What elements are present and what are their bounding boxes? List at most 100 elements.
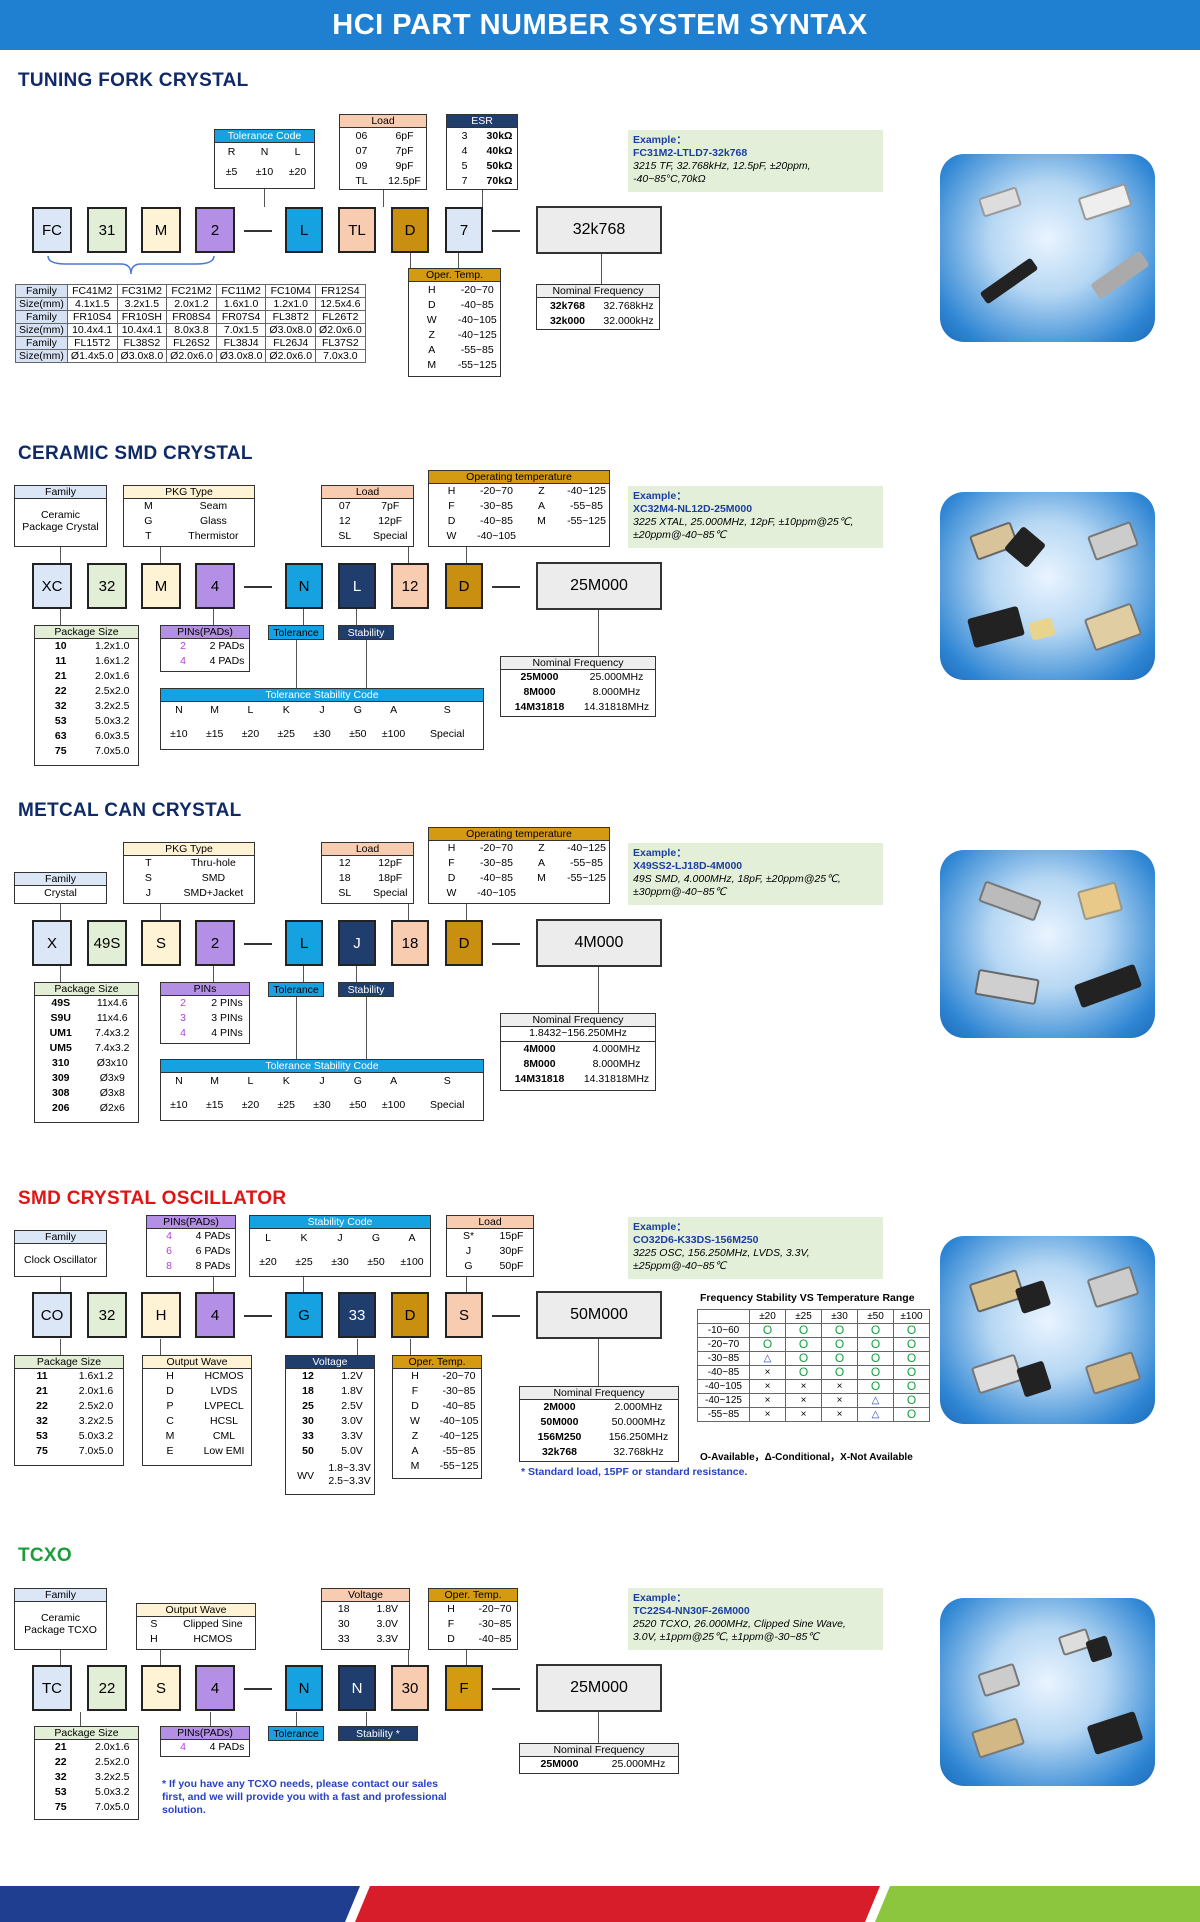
temp-range-cell: -40~105 <box>697 1379 750 1394</box>
availability-cell: × <box>749 1379 786 1394</box>
frequency-box: 4M000 <box>536 919 662 967</box>
code-box-temp: D <box>445 563 483 609</box>
esr-value: 50kΩ <box>486 160 513 172</box>
wave-code: H <box>150 1633 158 1645</box>
example-code: X49SS2-LJ18D-4M000 <box>633 860 743 872</box>
pkg-code: T <box>145 530 152 542</box>
table-row: D-40~85 <box>409 298 500 313</box>
example-box: Example： XC32M4-NL12D-25M000 3225 XTAL, … <box>628 486 883 548</box>
row-code: 49S <box>51 997 71 1009</box>
row-code: W <box>410 1415 420 1427</box>
code-cell: ±20 <box>241 728 260 740</box>
row-value: 7.4x3.2 <box>95 1027 130 1039</box>
table-cell: FR08S4 <box>166 310 217 324</box>
pins-code: 4 <box>166 1230 172 1242</box>
product-photo-oscillator <box>940 1236 1155 1424</box>
row-label: Family <box>15 336 68 350</box>
table-cell: Ø2.0x6.0 <box>166 349 217 363</box>
pins-code: 4 <box>180 655 186 667</box>
row-value: 7.0x5.0 <box>78 1445 114 1457</box>
row-code: 30 <box>302 1415 314 1427</box>
row-value: 8.000MHz <box>592 1058 641 1070</box>
load-value: 50pF <box>499 1260 524 1272</box>
load-value: 12.5pF <box>388 175 421 187</box>
table-cell: FL15T2 <box>66 336 118 350</box>
load-value: 6pF <box>395 130 414 142</box>
volt-value: 3.0V <box>376 1618 399 1630</box>
package-size-header: Package Size <box>35 983 138 996</box>
row-code: F <box>448 500 455 512</box>
code-box-stability: G <box>285 1292 323 1338</box>
esr-value: 70kΩ <box>486 175 513 187</box>
row-code: 53 <box>54 1786 67 1798</box>
row-code: W <box>426 314 437 326</box>
example-desc: ±30ppm@-40~85℃ <box>633 886 727 898</box>
table-cell: Ø3.0x8.0 <box>116 349 168 363</box>
row-value: 50.000MHz <box>611 1416 666 1428</box>
code-box-tolerance: L <box>285 920 323 966</box>
row-code: 8M000 <box>523 1058 556 1070</box>
row-code: 18 <box>302 1385 314 1397</box>
row-value: -30~85 <box>480 500 513 512</box>
code-box-family: TC <box>32 1665 72 1711</box>
frequency-box: 50M000 <box>536 1291 662 1339</box>
row-value: 2.0x1.6 <box>78 1385 114 1397</box>
row-code: 75 <box>36 1445 48 1457</box>
tol-val: ±5 <box>225 166 238 178</box>
row-code: 50 <box>302 1445 314 1457</box>
table-row: 75 7.0x5.0 <box>15 1444 123 1459</box>
nominal-frequency-header: Nominal Frequency <box>520 1744 678 1757</box>
nominal-frequency-table: Nominal Frequency 1.8432~156.250MHz 4M00… <box>500 1013 656 1091</box>
pkg-value: Thru-hole <box>190 857 236 869</box>
example-desc: ±25ppm@-40~85℃ <box>633 1260 727 1272</box>
pins-value: 4 PADs <box>209 655 245 667</box>
row-value: 3.2x2.5 <box>95 1771 130 1783</box>
table-row: A-55~85 <box>409 343 500 358</box>
load-value: 15pF <box>499 1230 524 1242</box>
load-code: 12 <box>338 857 351 869</box>
code-cell: A <box>408 1232 416 1244</box>
pins-value: 4 PADs <box>209 1741 245 1753</box>
code-cell: Special <box>430 728 465 740</box>
code-cell: ±100 <box>400 1256 424 1268</box>
table-row: -55~85×××△O <box>697 1407 930 1422</box>
table-row: H-20~70 <box>409 283 500 298</box>
package-size-header: Package Size <box>15 1356 123 1369</box>
row-label: Size(mm) <box>15 349 68 363</box>
example-box: Example： FC31M2-LTLD7-32k768 3215 TF, 32… <box>628 130 883 192</box>
code-box-voltage: 30 <box>391 1665 429 1711</box>
row-value: -55~125 <box>457 359 497 371</box>
code-box-wave: S <box>141 1665 181 1711</box>
availability-cell: × <box>821 1379 858 1394</box>
code-cell: A <box>390 704 398 716</box>
load-value: 7pF <box>381 500 400 512</box>
code-cell: L <box>247 1075 254 1087</box>
table-cell: Ø1.4x5.0 <box>66 349 118 363</box>
code-cell: ±15 <box>205 1099 224 1111</box>
example-code: FC31M2-LTLD7-32k768 <box>633 147 748 159</box>
row-value: -20~70 <box>442 1370 476 1382</box>
volt-value: 1.8V <box>376 1603 399 1615</box>
section-title-oscillator: SMD CRYSTAL OSCILLATOR <box>18 1188 287 1209</box>
availability-cell: O <box>821 1365 858 1380</box>
row-code: 4M000 <box>523 1043 556 1055</box>
table-cell: 7.0x3.0 <box>315 349 366 363</box>
volt-code: 30 <box>337 1618 350 1630</box>
availability-cell: O <box>749 1337 786 1352</box>
row-code: 21 <box>54 670 67 682</box>
tcxo-note-line: * If you have any TCXO needs, please con… <box>162 1778 439 1790</box>
package-size-header: Package Size <box>35 626 138 639</box>
row-code: 14M31818 <box>514 1073 565 1085</box>
row-value: 2.5x2.0 <box>78 1400 114 1412</box>
family-line: Clock Oscillator <box>24 1254 97 1266</box>
code-cell: ±15 <box>205 728 224 740</box>
family-table: Family Ceramic Package TCXO <box>14 1588 107 1650</box>
tolerance-code-header: Tolerance Code <box>215 130 314 143</box>
row-value: -20~70 <box>460 284 494 296</box>
